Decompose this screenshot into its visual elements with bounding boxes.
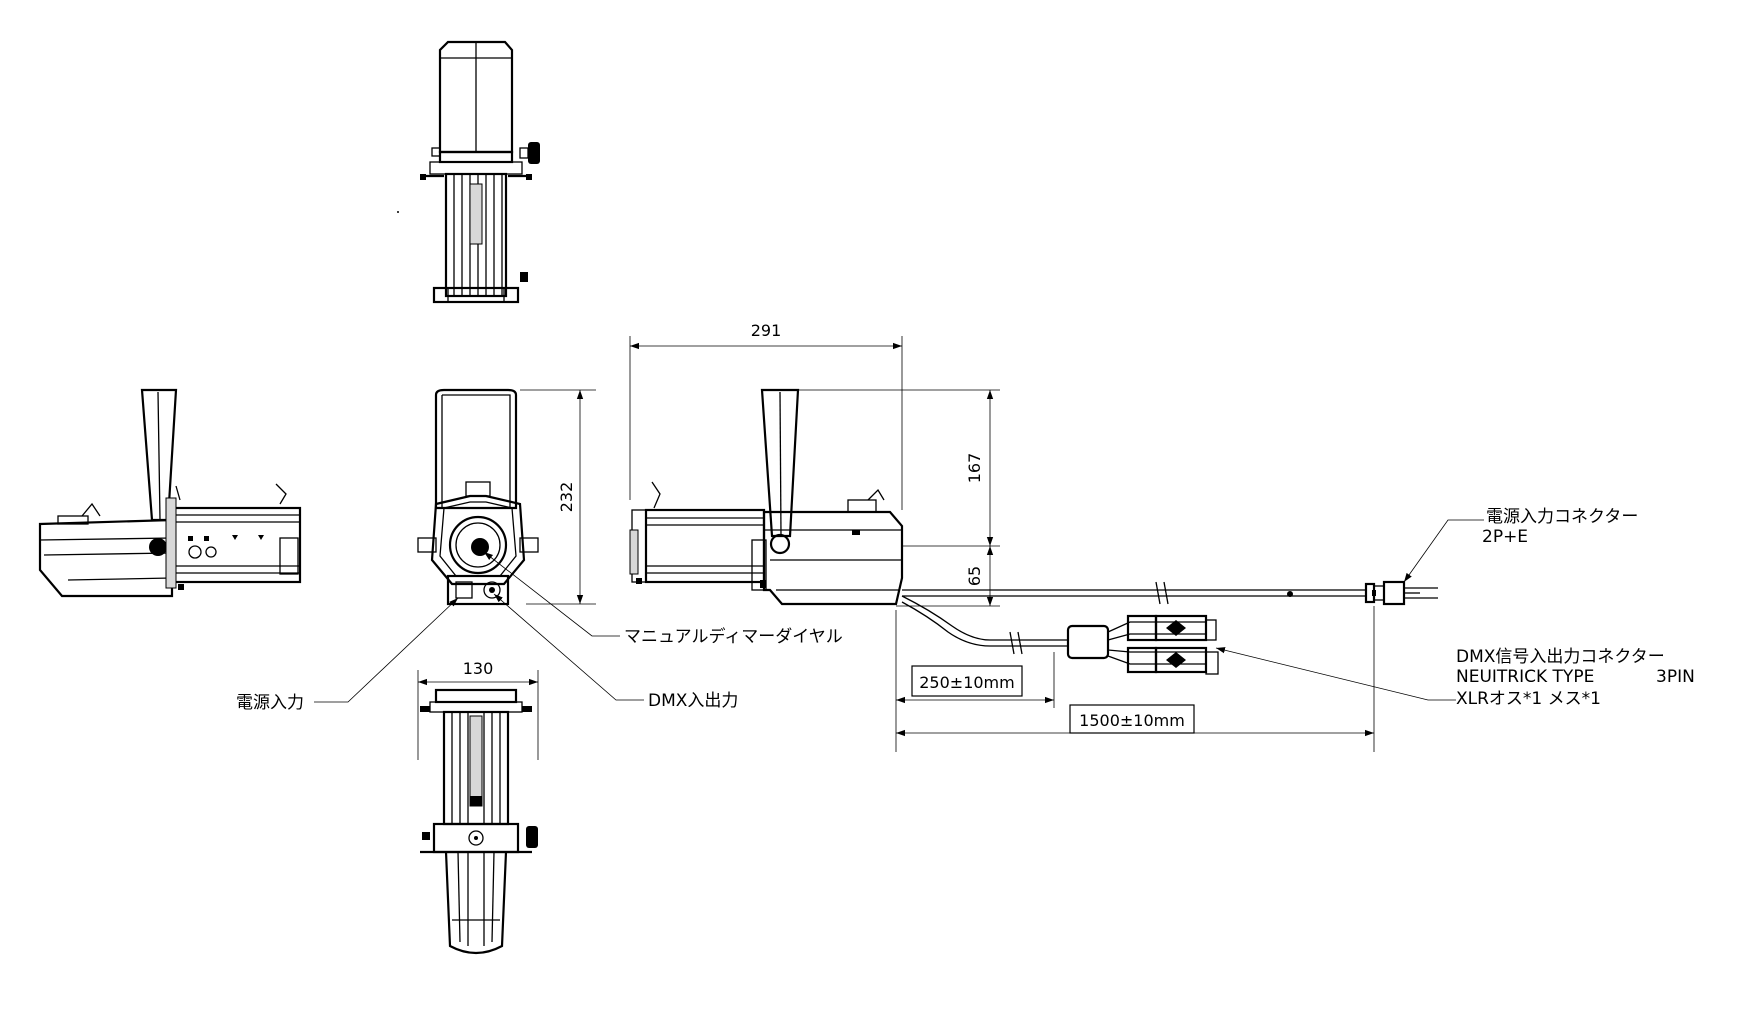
left-side-view (38, 388, 302, 598)
top-view (397, 40, 540, 304)
dim-width-front: 130 (463, 659, 494, 678)
bottom-view (420, 688, 538, 955)
dimension-lines (417, 336, 1375, 760)
label-dmx-io: DMX入出力 (648, 691, 738, 711)
cables (901, 580, 1438, 675)
label-dmx-connector-gender: XLRオス*1 メス*1 (1456, 689, 1601, 709)
right-side-view (629, 388, 904, 606)
dim-height-front: 232 (557, 482, 576, 513)
label-dmx-connector: DMX信号入出力コネクター (1456, 647, 1665, 667)
label-dmx-connector-type: NEUITRICK TYPE (1456, 667, 1594, 687)
label-dmx-connector-pins: 3PIN (1656, 667, 1695, 687)
callout-leaders (314, 519, 1484, 703)
label-manual-dimmer: マニュアルディマーダイヤル (624, 626, 843, 647)
label-power-connector-spec: 2P+E (1482, 527, 1528, 547)
front-view (417, 388, 539, 606)
dim-upper-height: 167 (965, 453, 984, 484)
label-power-connector: 電源入力コネクター (1486, 507, 1638, 527)
dim-main-cable: 1500±10mm (1079, 711, 1185, 730)
label-power-input: 電源入力 (236, 693, 304, 713)
dim-branch-cable: 250±10mm (919, 673, 1014, 692)
dim-length-side: 291 (751, 321, 782, 340)
dim-lower-height: 65 (965, 566, 984, 586)
